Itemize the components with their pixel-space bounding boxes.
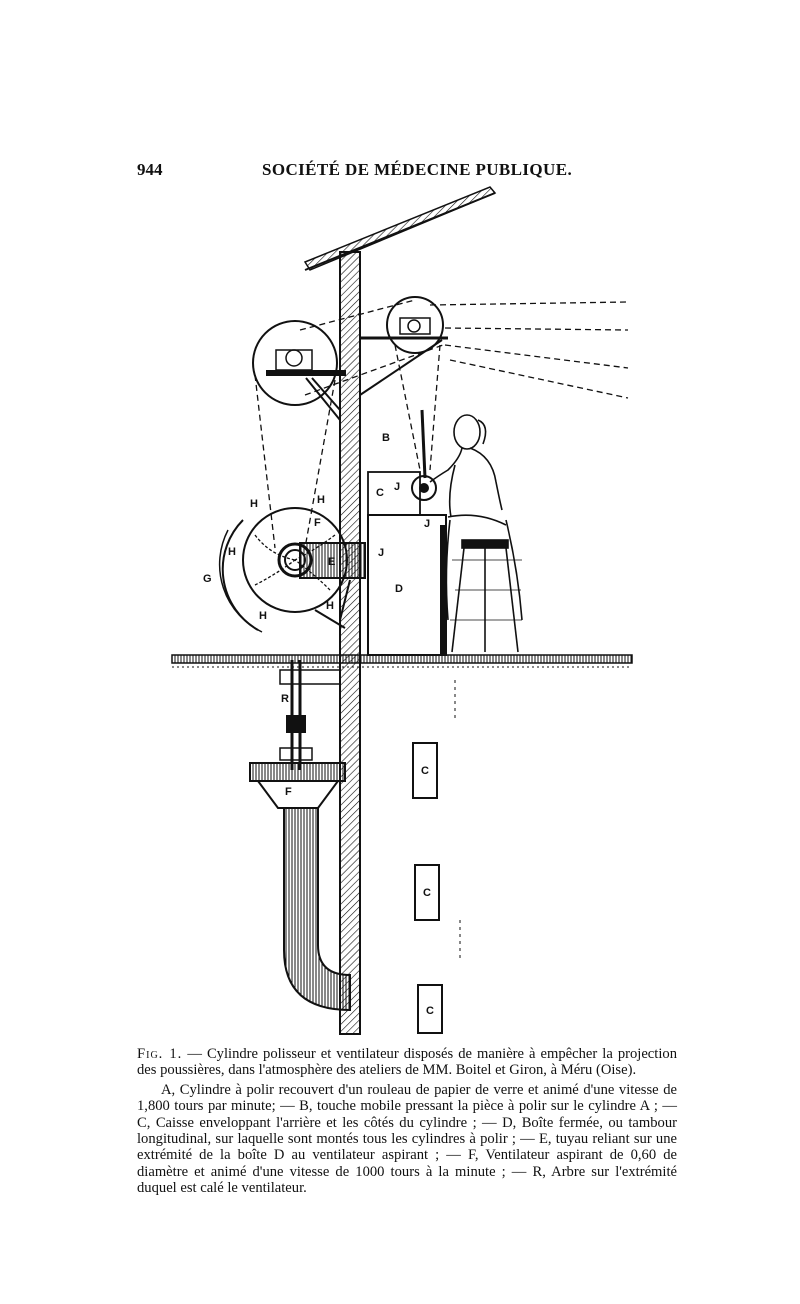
page-number: 944 — [137, 160, 163, 179]
ventilator-F — [249, 762, 351, 1012]
label-H-2: H — [317, 494, 325, 506]
label-B: B — [382, 432, 390, 444]
label-H-3: H — [228, 546, 236, 558]
caption-legend: A, Cylindre à polir recouvert d'un roule… — [137, 1081, 677, 1197]
right-pulley — [359, 296, 448, 396]
label-J-duct: J — [378, 547, 384, 559]
wall — [339, 251, 361, 1035]
c-boxes — [412, 680, 461, 1034]
figure-labels: B C J J J D E F F G H H H H H R C C C — [203, 432, 434, 1017]
label-R: R — [281, 693, 289, 705]
label-J-lower: J — [424, 518, 430, 530]
belts — [254, 299, 629, 549]
label-D: D — [395, 583, 403, 595]
label-J-upper: J — [394, 481, 400, 493]
roof — [303, 186, 497, 271]
label-E: E — [328, 556, 335, 568]
figure-label: Fig. 1. — [137, 1046, 183, 1062]
left-pulley — [252, 320, 346, 421]
shaft-R — [279, 660, 341, 770]
label-F-upper: F — [314, 517, 321, 529]
label-H-1: H — [250, 498, 258, 510]
caption-title: Fig. 1. — Cylindre polisseur et ventilat… — [137, 1046, 677, 1079]
caption-title-text: — Cylindre polisseur et ventilateur disp… — [137, 1046, 677, 1079]
engraving-figure: B C J J J D E F F G H H H H H R C C C — [171, 186, 633, 1035]
fan-wheel — [218, 507, 348, 633]
label-F-lower: F — [285, 786, 292, 798]
cylinder-A — [411, 409, 437, 501]
case-C — [367, 471, 421, 516]
duct-E — [299, 542, 366, 629]
label-C-box2: C — [423, 887, 431, 899]
floor — [171, 654, 633, 668]
running-head: SOCIÉTÉ DE MÉDECINE PUBLIQUE. — [262, 160, 573, 179]
label-H-4: H — [326, 600, 334, 612]
label-C-box3: C — [426, 1005, 434, 1017]
worker-figure — [429, 414, 523, 653]
label-G: G — [203, 573, 212, 585]
label-H-5: H — [259, 610, 267, 622]
box-D — [367, 514, 447, 656]
label-C-upper: C — [376, 487, 384, 499]
label-C-box1: C — [421, 765, 429, 777]
figure-caption: Fig. 1. — Cylindre polisseur et ventilat… — [137, 1046, 677, 1197]
